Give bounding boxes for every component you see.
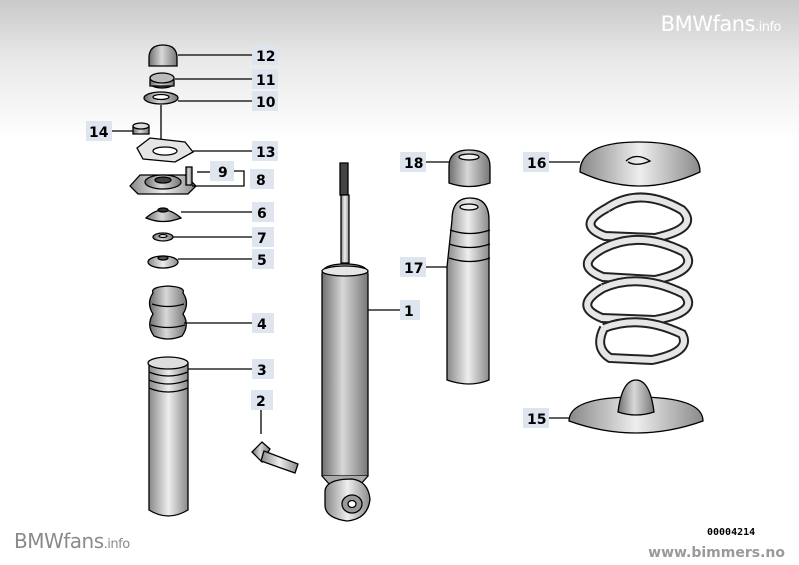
part-17-protective-tube: [446, 197, 491, 385]
label-17: 17: [400, 257, 426, 277]
part-5-washer: [147, 255, 179, 269]
svg-text:18: 18: [404, 156, 423, 172]
site-url: www.bimmers.no: [648, 545, 785, 561]
part-1-shock-absorber: [321, 162, 371, 522]
part-3-dust-boot: [147, 356, 189, 517]
watermark-bottom-left: BMWfans.info: [14, 529, 130, 553]
part-11-nut: [149, 72, 175, 89]
label-7: 7: [252, 227, 274, 247]
label-5: 5: [252, 249, 274, 269]
svg-text:7: 7: [257, 231, 267, 247]
label-16: 16: [523, 152, 549, 172]
svg-text:11: 11: [256, 73, 275, 89]
svg-text:5: 5: [257, 253, 267, 269]
part-6-spring-plate: [144, 207, 183, 223]
label-2: 2: [251, 390, 273, 410]
diagram-code: 00004214: [707, 527, 756, 538]
svg-text:17: 17: [404, 261, 423, 277]
label-10: 10: [252, 91, 278, 111]
svg-text:9: 9: [218, 165, 228, 181]
part-16-upper-spring-pad: [579, 141, 701, 187]
label-9: 9: [210, 161, 234, 181]
part-15-lower-spring-pad: [568, 379, 704, 434]
part-13-gasket: [136, 137, 194, 163]
svg-text:12: 12: [256, 49, 275, 65]
svg-text:2: 2: [256, 394, 266, 410]
label-12: 12: [252, 45, 278, 65]
label-6: 6: [252, 202, 274, 222]
svg-text:10: 10: [256, 95, 276, 111]
label-11: 11: [252, 69, 278, 89]
part-10-washer: [143, 91, 179, 105]
svg-text:8: 8: [256, 173, 266, 189]
svg-text:15: 15: [527, 412, 546, 428]
part-8-support-mount: [129, 174, 197, 195]
label-15: 15: [523, 408, 549, 428]
part-7-ring: [152, 232, 174, 242]
label-3: 3: [252, 359, 274, 379]
label-8: 8: [250, 169, 274, 189]
part-12-cap: [148, 44, 178, 67]
leader-lines: [112, 54, 580, 434]
part-14-nut: [132, 122, 150, 135]
svg-text:13: 13: [256, 145, 275, 161]
label-13: 13: [252, 141, 278, 161]
part-2-bolt: [251, 441, 299, 474]
svg-text:4: 4: [257, 317, 267, 333]
coil-spring: [582, 192, 694, 366]
label-4: 4: [252, 313, 274, 333]
label-1: 1: [400, 300, 420, 320]
watermark-top-right: BMWfans.info: [660, 12, 782, 36]
label-14: 14: [86, 121, 112, 141]
svg-text:1: 1: [404, 304, 414, 320]
svg-text:6: 6: [257, 206, 267, 222]
label-18: 18: [400, 152, 426, 172]
part-18-bump-stop: [448, 149, 491, 188]
svg-text:16: 16: [527, 156, 546, 172]
part-9-bolt: [185, 166, 193, 186]
svg-text:3: 3: [257, 363, 267, 379]
svg-text:14: 14: [89, 125, 109, 141]
part-4-bump-stop: [148, 285, 188, 340]
